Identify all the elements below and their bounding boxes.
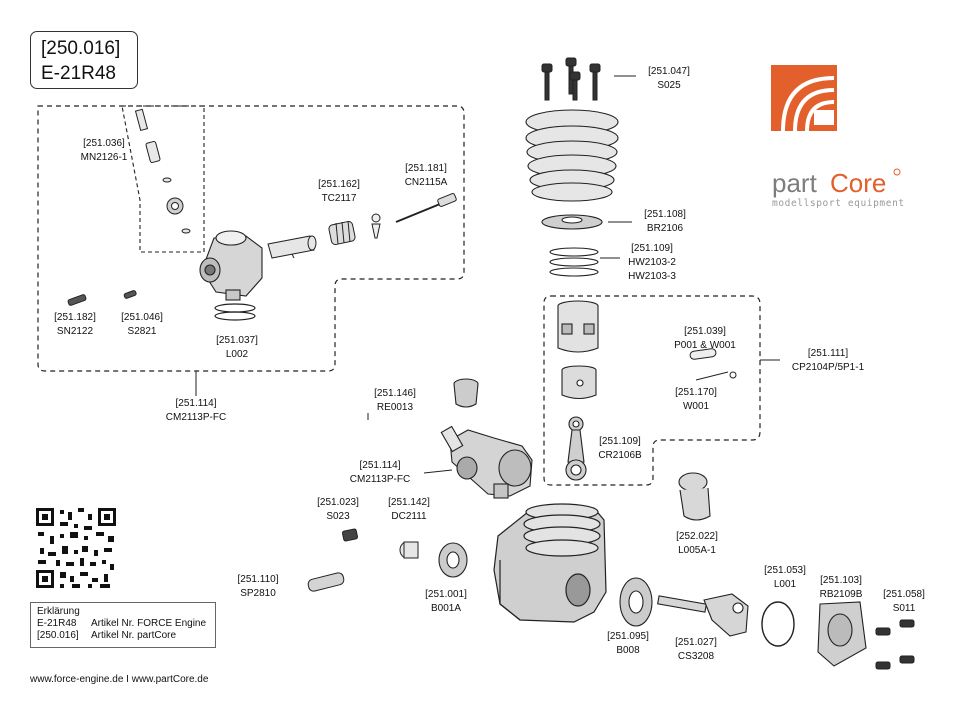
part-label-252022: [252.022]L005A-1: [676, 531, 718, 556]
part-label-251046: [251.046]S2821: [121, 312, 163, 337]
part-label-251162: [251.162]TC2117: [318, 179, 360, 204]
head-button: [541, 214, 603, 230]
part-label-251027: [251.027]CS3208: [675, 637, 717, 662]
throttle-sleeve: [267, 235, 317, 259]
cylinder-liner: [557, 300, 599, 353]
footer-urls[interactable]: www.force-engine.de I www.partCore.de: [30, 674, 209, 685]
piston-group-outline: [543, 295, 761, 486]
backplate-gasket: [761, 601, 795, 647]
carburetor-group-outline: [37, 105, 465, 372]
idle-screw: [371, 213, 381, 239]
part-label-251039: [251.039]P001 & W001: [674, 326, 736, 351]
pin-clip: [695, 371, 737, 381]
head-shims: [549, 247, 599, 277]
part-label-251110: [251.110]SP2810: [237, 574, 279, 599]
title-model: E-21R48: [41, 63, 116, 84]
part-label-251146: [251.146]RE0013: [374, 388, 416, 413]
part-label-251142: [251.142]DC2111: [388, 497, 430, 522]
partcore-text-logo: part Core: [772, 168, 901, 198]
backplate-screws: [875, 619, 915, 670]
part-label-251001: [251.001]B001A: [425, 589, 467, 614]
partcore-logo-icon: [771, 65, 837, 132]
connecting-rod: [565, 416, 587, 481]
part-label-251058: [251.058]S011: [883, 589, 925, 614]
part-label-251114-group: [251.114]CM2113P-FC: [165, 398, 227, 423]
part-label-251023: [251.023]S023: [317, 497, 359, 522]
exhaust-seal: [678, 472, 711, 521]
piston: [561, 365, 597, 400]
crankshaft: [657, 593, 749, 637]
legend-heading: Erklärung: [37, 606, 80, 617]
cylinder-head: [525, 109, 619, 202]
part-label-251111: [251.111]CP2104P/5P1-1: [791, 348, 865, 373]
drive-collet: [399, 541, 419, 559]
part-label-251109-rod: [251.109]CR2106B: [598, 436, 642, 461]
svg-text:Core: Core: [830, 168, 886, 198]
head-screws: [541, 57, 601, 101]
o-rings: [214, 303, 256, 321]
part-label-251103: [251.103]RB2109B: [819, 575, 863, 600]
starter-shaft: [307, 572, 345, 592]
part-label-251114-crankcase: [251.114]CM2113P-FC: [349, 460, 411, 485]
part-label-251181: [251.181]CN2115A: [404, 163, 448, 188]
qr-code: [36, 508, 116, 588]
legend-row: [250.016]Artikel Nr. partCore: [37, 630, 177, 641]
needle-valve-assembly: [134, 108, 191, 234]
part-label-251170: [251.170]W001: [675, 387, 717, 412]
part-label-251037: [251.037]L002: [216, 335, 258, 360]
brand-subtitle: modellsport equipment: [772, 198, 905, 209]
needle-assembly: [395, 193, 457, 223]
svg-text:part: part: [772, 168, 818, 198]
part-label-251182: [251.182]SN2122: [54, 312, 96, 337]
small-screws-left: [67, 290, 137, 306]
part-label-251047: [251.047]S025: [648, 66, 690, 91]
part-label-251108: [251.108]BR2106: [644, 209, 686, 234]
title-box: [250.016] E-21R48: [30, 31, 138, 89]
carburetor-body: [199, 230, 263, 301]
engine-body: [493, 503, 607, 623]
backplate: [817, 601, 867, 667]
glow-plug-side-screw: [341, 528, 359, 542]
backplate-insert: [453, 378, 479, 408]
front-bearing: [438, 542, 468, 578]
part-label-251053: [251.053]L001: [764, 565, 806, 590]
spring-tube: [328, 220, 356, 246]
part-label-251036: [251.036]MN2126-1: [80, 138, 128, 163]
part-label-251095: [251.095]B008: [607, 631, 649, 656]
piston-pin: [689, 348, 717, 360]
rear-bearing: [619, 577, 653, 627]
crankcase-assembly: [440, 425, 533, 499]
title-code: [250.016]: [41, 38, 121, 59]
needle-group-outline: [121, 105, 205, 253]
